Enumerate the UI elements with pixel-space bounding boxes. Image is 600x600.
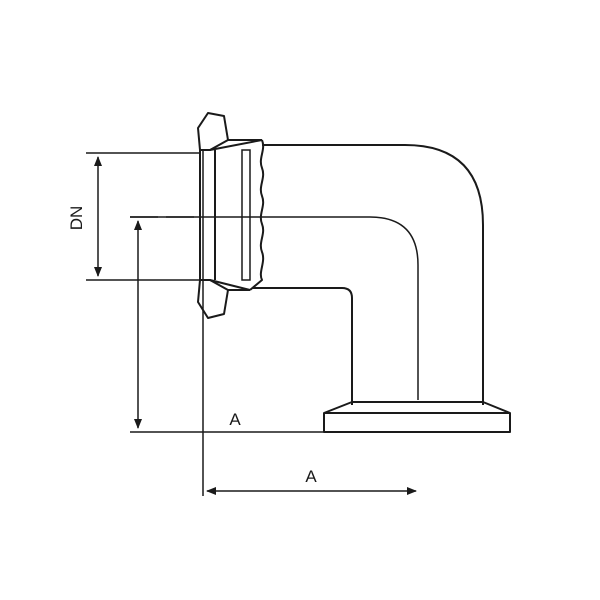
break-line: [249, 139, 265, 291]
elbow-centerline: [130, 216, 419, 400]
dim-label-a-bottom: A: [305, 467, 317, 486]
elbow-outer-wall: [262, 144, 484, 405]
left-ferrule-wall-hatch: [241, 149, 251, 281]
dim-label-dn: DN: [67, 206, 86, 231]
bottom-ferrule-top: [323, 401, 511, 433]
left-ferrule-top-edge: [209, 139, 263, 151]
elbow-inner-wall: [252, 287, 353, 405]
left-ferrule: [197, 112, 265, 319]
left-ferrule-bottom-edge: [209, 279, 251, 291]
extension-lines: [86, 150, 324, 496]
elbow-pipe: [130, 144, 484, 405]
dim-label-a-left: A: [229, 410, 241, 429]
left-ferrule-top-lip: [197, 112, 229, 151]
bottom-ferrule: [323, 401, 511, 433]
dimension-arrows: [94, 156, 417, 495]
